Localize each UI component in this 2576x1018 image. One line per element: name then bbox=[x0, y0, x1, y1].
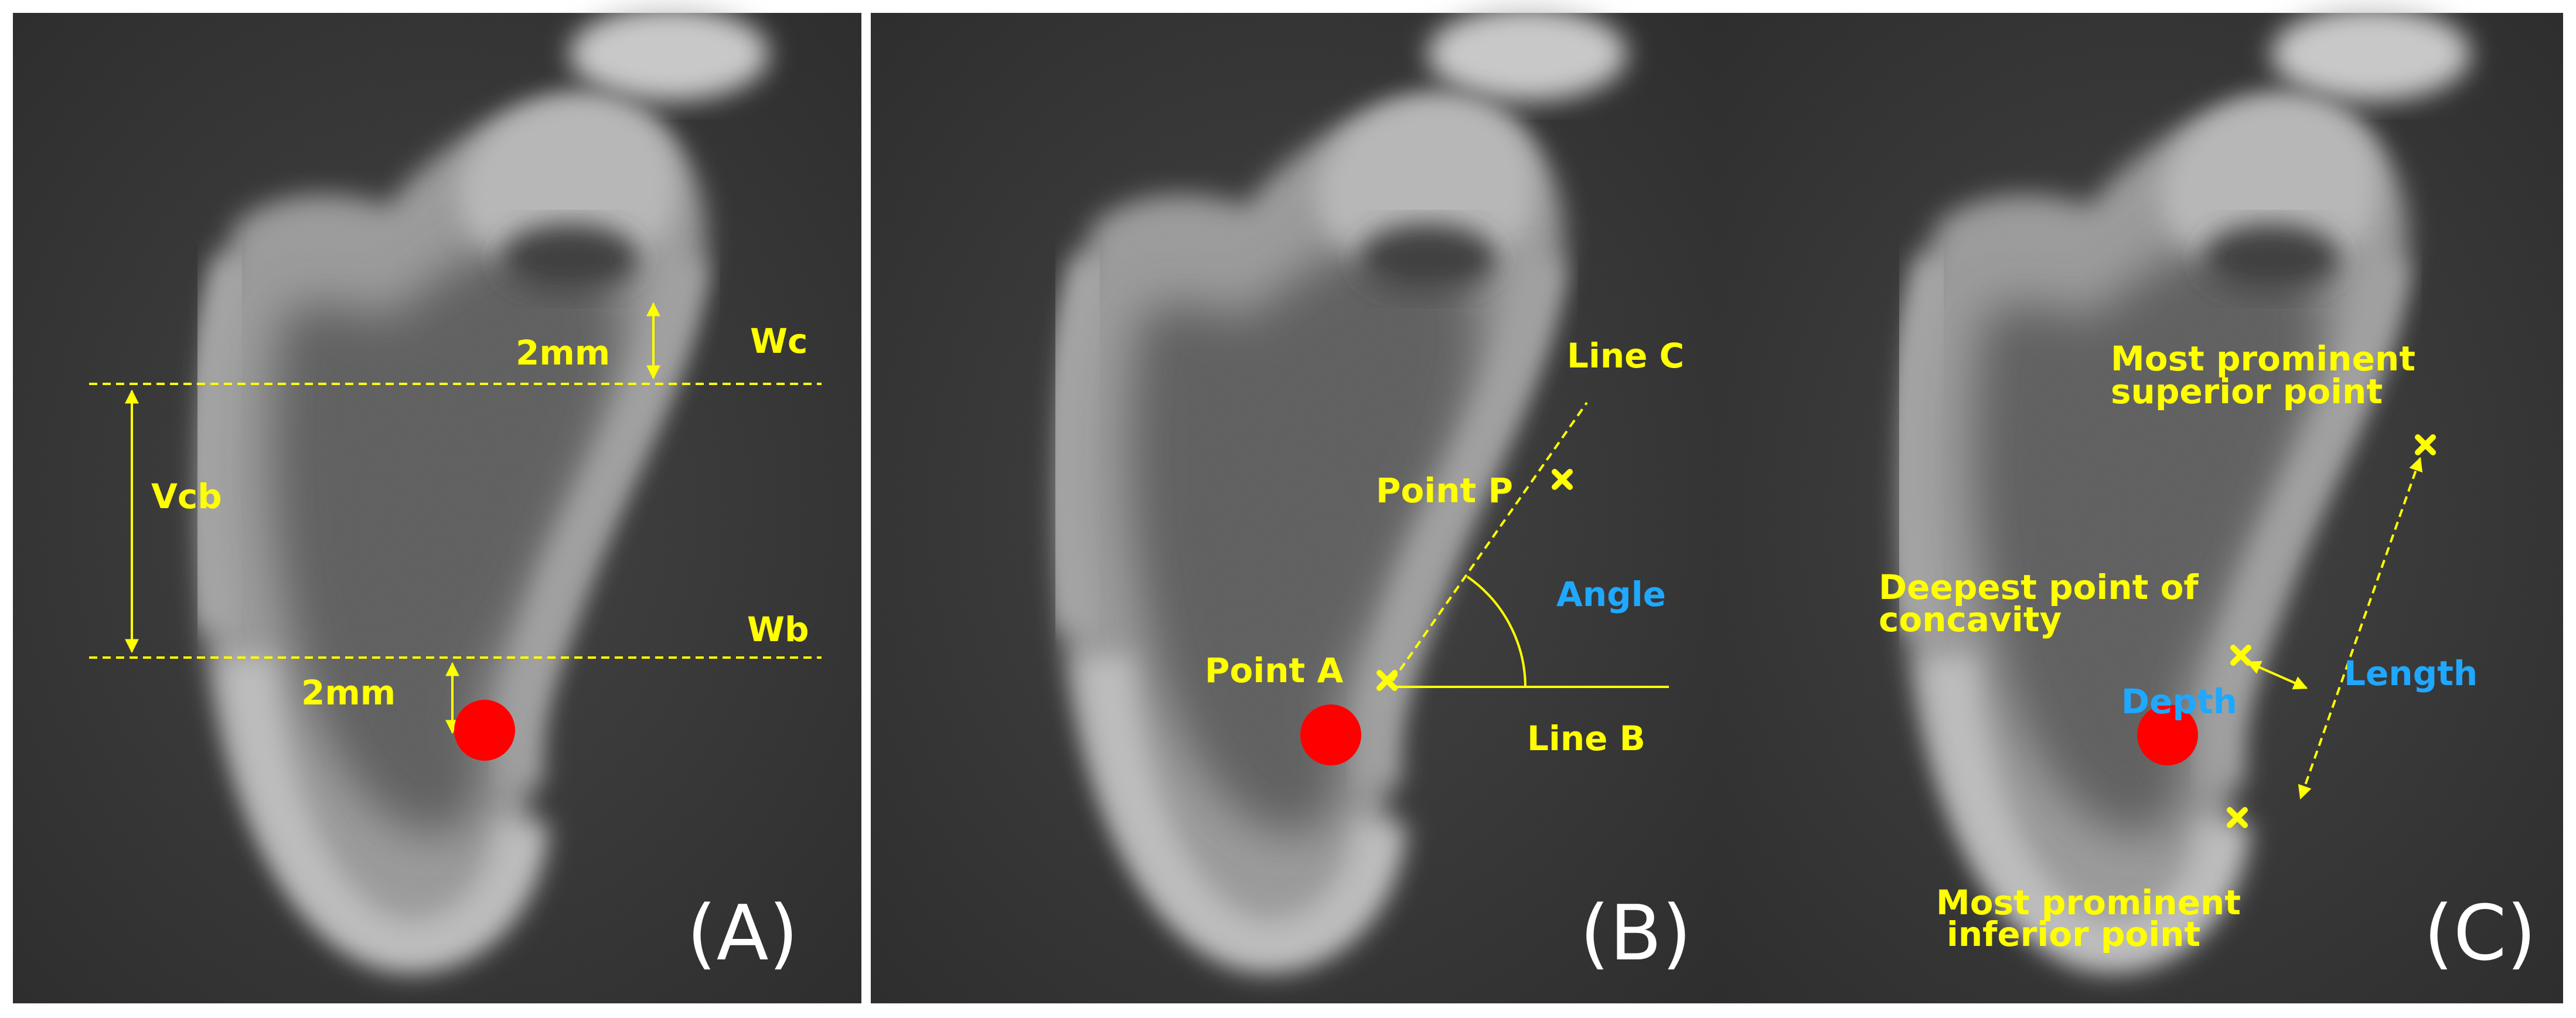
point-p-mark bbox=[1552, 469, 1573, 490]
superior-point-label-2: superior point bbox=[2111, 372, 2383, 411]
panel-a: Wc 2mm Vcb Wb 2mm (A) bbox=[13, 7, 861, 1003]
line-c bbox=[1391, 401, 1588, 682]
vcb-label: Vcb bbox=[151, 476, 222, 516]
panel-b: Line C Point P Angle Point A Line B (B) bbox=[871, 7, 1719, 1003]
wc-label: Wc bbox=[750, 321, 807, 361]
depth-label: Depth bbox=[2121, 682, 2237, 721]
point-a-label: Point A bbox=[1205, 651, 1343, 690]
panel-c: Most prominent superior point Deepest po… bbox=[1715, 7, 2563, 1003]
deepest-point-label-2: concavity bbox=[1879, 600, 2062, 639]
point-a-mark bbox=[1376, 670, 1398, 691]
angle-arc bbox=[1466, 576, 1526, 687]
depth-arrow bbox=[2246, 660, 2308, 690]
two-mm-bottom-label: 2mm bbox=[301, 673, 396, 713]
panel-b-label: (B) bbox=[1580, 888, 1692, 978]
line-b-label: Line B bbox=[1527, 719, 1645, 758]
wb-label: Wb bbox=[747, 610, 809, 649]
line-c-label: Line C bbox=[1567, 336, 1684, 376]
panel-c-label: (C) bbox=[2424, 888, 2536, 978]
panel-a-label: (A) bbox=[687, 888, 798, 978]
mental-foramen-marker bbox=[1300, 704, 1361, 765]
superior-point-mark bbox=[2415, 434, 2436, 455]
length-arrow bbox=[2298, 457, 2423, 800]
inferior-point-label-1: Most prominent bbox=[1936, 883, 2241, 922]
superior-point-label-1: Most prominent bbox=[2111, 339, 2415, 379]
two-mm-top-label: 2mm bbox=[516, 333, 610, 373]
mental-foramen-marker bbox=[454, 700, 515, 761]
mental-foramen-marker bbox=[2137, 704, 2198, 765]
angle-label: Angle bbox=[1556, 574, 1666, 614]
deepest-point-label-1: Deepest point of bbox=[1879, 567, 2199, 607]
deepest-point-mark bbox=[2230, 645, 2251, 666]
length-label: Length bbox=[2344, 653, 2478, 693]
inferior-point-label-2: inferior point bbox=[1947, 914, 2200, 954]
inferior-point-mark bbox=[2227, 807, 2248, 828]
point-p-label: Point P bbox=[1376, 471, 1513, 510]
